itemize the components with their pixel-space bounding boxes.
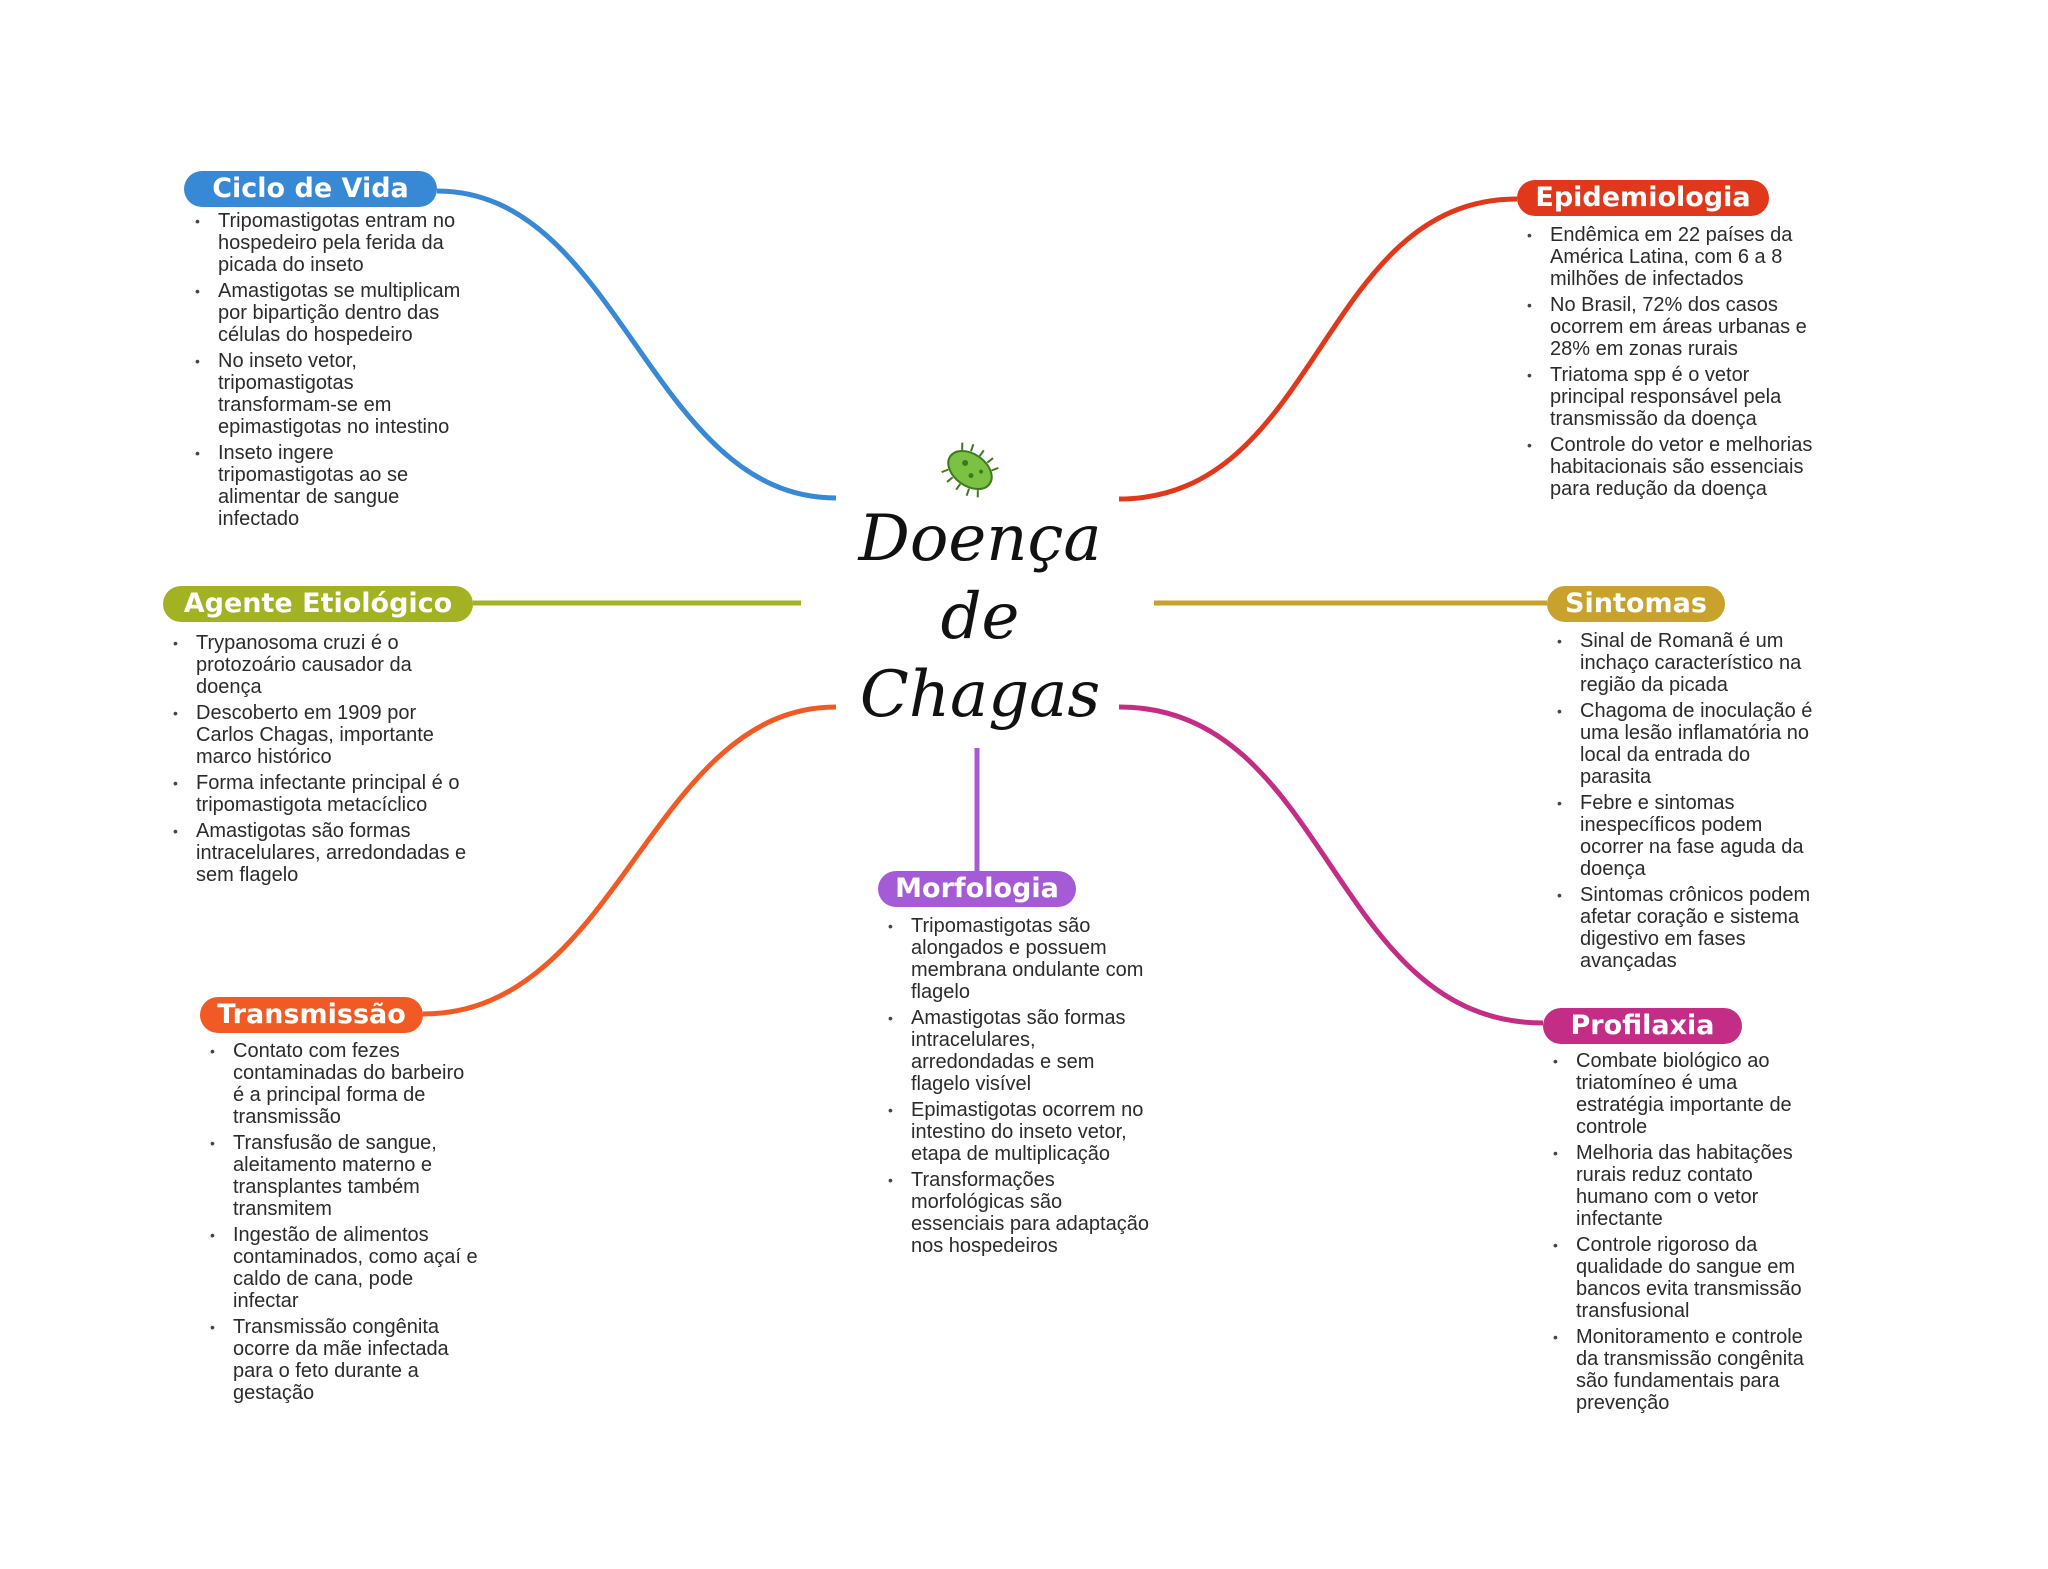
list-item: No inseto vetor, tripomastigotas transfo…: [195, 350, 465, 438]
ciclo-items: Tripomastigotas entram no hospedeiro pel…: [195, 210, 465, 534]
link-epidemiologia: [1118, 196, 1518, 502]
list-item: Trypanosoma cruzi é o protozoário causad…: [173, 632, 478, 698]
list-item: Sintomas crônicos podem afetar coração e…: [1557, 884, 1822, 972]
list-item: Forma infectante principal é o tripomast…: [173, 772, 478, 816]
list-item: Combate biológico ao triatomíneo é uma e…: [1553, 1050, 1823, 1138]
morfologia-items: Tripomastigotas são alongados e possuem …: [888, 915, 1153, 1261]
list-item: Tripomastigotas são alongados e possuem …: [888, 915, 1153, 1003]
central-title: Doença de Chagas: [840, 500, 1120, 734]
list-item: Amastigotas são formas intracelulares, a…: [173, 820, 478, 886]
list-item: Monitoramento e controle da transmissão …: [1553, 1326, 1823, 1414]
topic-sintomas: Sintomas: [1547, 586, 1725, 622]
list-item: Endêmica em 22 países da América Latina,…: [1527, 224, 1827, 290]
list-item: Inseto ingere tripomastigotas ao se alim…: [195, 442, 465, 530]
list-item: Epimastigotas ocorrem no intestino do in…: [888, 1099, 1153, 1165]
title-line: Doença: [858, 502, 1102, 576]
topic-morfologia: Morfologia: [878, 871, 1076, 907]
list-item: No Brasil, 72% dos casos ocorrem em área…: [1527, 294, 1827, 360]
list-item: Transmissão congênita ocorre da mãe infe…: [210, 1316, 480, 1404]
list-item: Descoberto em 1909 por Carlos Chagas, im…: [173, 702, 478, 768]
title-line: Chagas: [859, 658, 1101, 732]
list-item: Transfusão de sangue, aleitamento matern…: [210, 1132, 480, 1220]
list-item: Controle rigoroso da qualidade do sangue…: [1553, 1234, 1823, 1322]
list-item: Amastigotas são formas intracelulares, a…: [888, 1007, 1153, 1095]
list-item: Sinal de Romanã é um inchaço característ…: [1557, 630, 1822, 696]
topic-ciclo: Ciclo de Vida: [184, 171, 437, 207]
link-transmissao: [422, 704, 837, 1017]
topic-agente: Agente Etiológico: [163, 586, 473, 622]
list-item: Tripomastigotas entram no hospedeiro pel…: [195, 210, 465, 276]
sintomas-items: Sinal de Romanã é um inchaço característ…: [1557, 630, 1822, 976]
list-item: Melhoria das habitações rurais reduz con…: [1553, 1142, 1823, 1230]
list-item: Ingestão de alimentos contaminados, como…: [210, 1224, 480, 1312]
transmissao-items: Contato com fezes contaminadas do barbei…: [210, 1040, 480, 1408]
list-item: Triatoma spp é o vetor principal respons…: [1527, 364, 1827, 430]
profilaxia-items: Combate biológico ao triatomíneo é uma e…: [1553, 1050, 1823, 1418]
list-item: Controle do vetor e melhorias habitacion…: [1527, 434, 1827, 500]
topic-transmissao: Transmissão: [200, 997, 423, 1033]
link-ciclo: [436, 188, 837, 501]
list-item: Transformações morfológicas são essencia…: [888, 1169, 1153, 1257]
list-item: Chagoma de inoculação é uma lesão inflam…: [1557, 700, 1822, 788]
agente-items: Trypanosoma cruzi é o protozoário causad…: [173, 632, 478, 890]
list-item: Febre e sintomas inespecíficos podem oco…: [1557, 792, 1822, 880]
topic-epidemiologia: Epidemiologia: [1517, 180, 1769, 216]
title-line: de: [940, 580, 1020, 654]
list-item: Amastigotas se multiplicam por bipartiçã…: [195, 280, 465, 346]
epidemiologia-items: Endêmica em 22 países da América Latina,…: [1527, 224, 1827, 504]
list-item: Contato com fezes contaminadas do barbei…: [210, 1040, 480, 1128]
microbe-icon: [941, 442, 999, 498]
topic-profilaxia: Profilaxia: [1543, 1008, 1742, 1044]
link-profilaxia: [1118, 704, 1544, 1026]
